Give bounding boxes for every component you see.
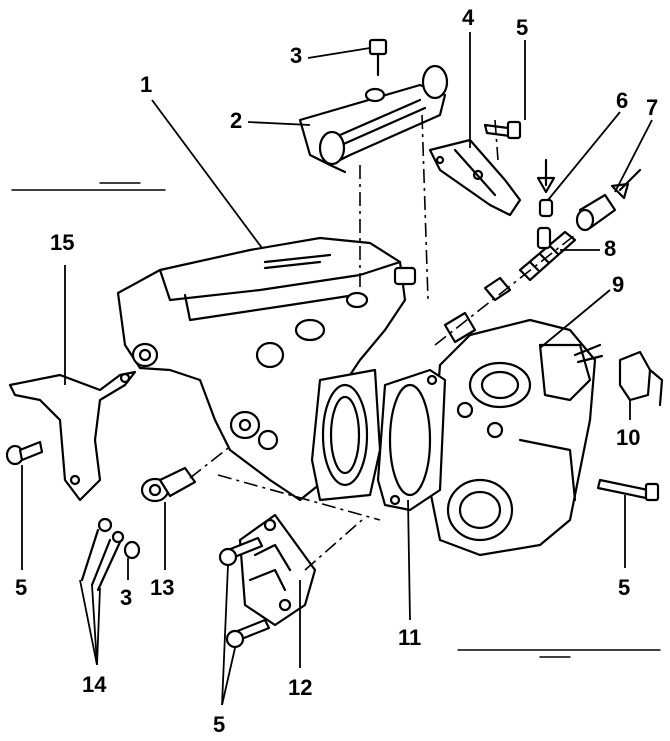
callout-15: 15 <box>50 230 74 255</box>
callout-5-top: 5 <box>516 15 528 40</box>
callout-5-bottom: 5 <box>213 712 225 737</box>
gasket-part <box>376 368 447 512</box>
callout-13: 13 <box>150 575 174 600</box>
spring-hose-part <box>434 226 577 346</box>
bolt-part-top-right <box>483 120 522 140</box>
leader-lines <box>21 32 653 706</box>
intake-manifold-part <box>116 236 417 502</box>
callout-4: 4 <box>462 5 475 30</box>
callout-8: 8 <box>604 236 616 261</box>
callout-2: 2 <box>230 108 242 133</box>
throttle-body-part <box>428 318 604 557</box>
threaded-fitting-part <box>140 466 197 503</box>
bolt-parts-bottom <box>218 536 271 649</box>
callout-11: 11 <box>398 625 421 650</box>
rule-lines <box>11 182 661 658</box>
callout-labels: 1 2 3 4 5 6 7 8 9 10 11 12 13 14 15 5 3 … <box>15 5 658 737</box>
callout-6: 6 <box>616 88 628 113</box>
left-bracket-part <box>8 370 137 502</box>
wiring-bracket-part <box>298 64 449 174</box>
callout-10: 10 <box>616 425 640 450</box>
assembly-lines <box>189 114 499 571</box>
callout-5-left: 5 <box>15 575 27 600</box>
hose-part <box>575 168 642 232</box>
clip-wires-part <box>80 517 125 592</box>
callout-7: 7 <box>646 95 658 120</box>
callout-9: 9 <box>612 272 624 297</box>
callout-12: 12 <box>288 675 312 700</box>
cap-part <box>536 158 556 218</box>
callout-3-bottom: 3 <box>120 585 132 610</box>
callout-14: 14 <box>82 672 107 697</box>
callout-5-right: 5 <box>618 575 630 600</box>
sensor-connector-part <box>618 350 664 407</box>
nut-part-bottom <box>123 540 141 560</box>
throttle-bracket-part <box>428 138 522 217</box>
bolt-part-top <box>368 38 388 77</box>
callout-3-top: 3 <box>290 43 302 68</box>
bolt-part-left <box>5 440 44 466</box>
callout-1: 1 <box>140 72 152 97</box>
mounting-plate-part <box>238 513 317 627</box>
bolt-part-right <box>596 478 660 502</box>
